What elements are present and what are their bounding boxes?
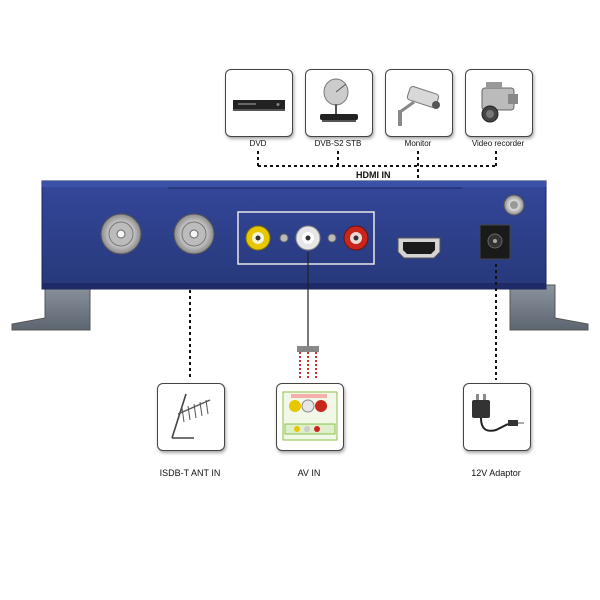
av-section-outline xyxy=(237,211,375,265)
stb-box xyxy=(305,69,373,137)
bottom-label-av: AV IN xyxy=(297,468,321,478)
rca-red-jack xyxy=(343,225,369,251)
camcorder-icon xyxy=(481,82,518,123)
rca-yellow-jack xyxy=(245,225,271,251)
ant-out-connector xyxy=(173,213,215,255)
antenna-box xyxy=(157,383,225,451)
screw xyxy=(327,233,337,243)
device-label-stb: DVB-S2 STB xyxy=(314,139,362,148)
av-box xyxy=(276,383,344,451)
adaptor-box xyxy=(463,383,531,451)
rca-white-jack xyxy=(295,225,321,251)
ant-in-connector xyxy=(100,213,142,255)
av-connector-icon xyxy=(282,391,338,441)
power-adaptor-icon xyxy=(472,394,524,432)
av-cable xyxy=(297,252,319,380)
ground-screw xyxy=(503,194,525,216)
dvd-player-icon xyxy=(233,100,285,111)
device-label-video-recorder: Video recorder xyxy=(471,139,525,148)
monitor-box xyxy=(385,69,453,137)
device-label-dvd: DVD xyxy=(249,139,267,148)
left-bracket xyxy=(11,284,91,331)
bottom-label-antenna: ISDB-T ANT IN xyxy=(159,468,221,478)
video-recorder-box xyxy=(465,69,533,137)
hdmi-in-label: HDMI IN xyxy=(356,170,391,180)
dc-power-jack xyxy=(479,224,511,260)
bottom-connection-lines xyxy=(189,264,497,380)
security-camera-icon xyxy=(398,85,440,126)
dvd-box xyxy=(225,69,293,137)
hdmi-port xyxy=(397,237,441,259)
satellite-dish-icon xyxy=(320,78,358,122)
device-label-monitor: Monitor xyxy=(404,139,432,148)
antenna-icon xyxy=(171,393,211,439)
right-bracket xyxy=(509,284,589,331)
bottom-label-adaptor: 12V Adaptor xyxy=(471,468,521,478)
screw xyxy=(279,233,289,243)
